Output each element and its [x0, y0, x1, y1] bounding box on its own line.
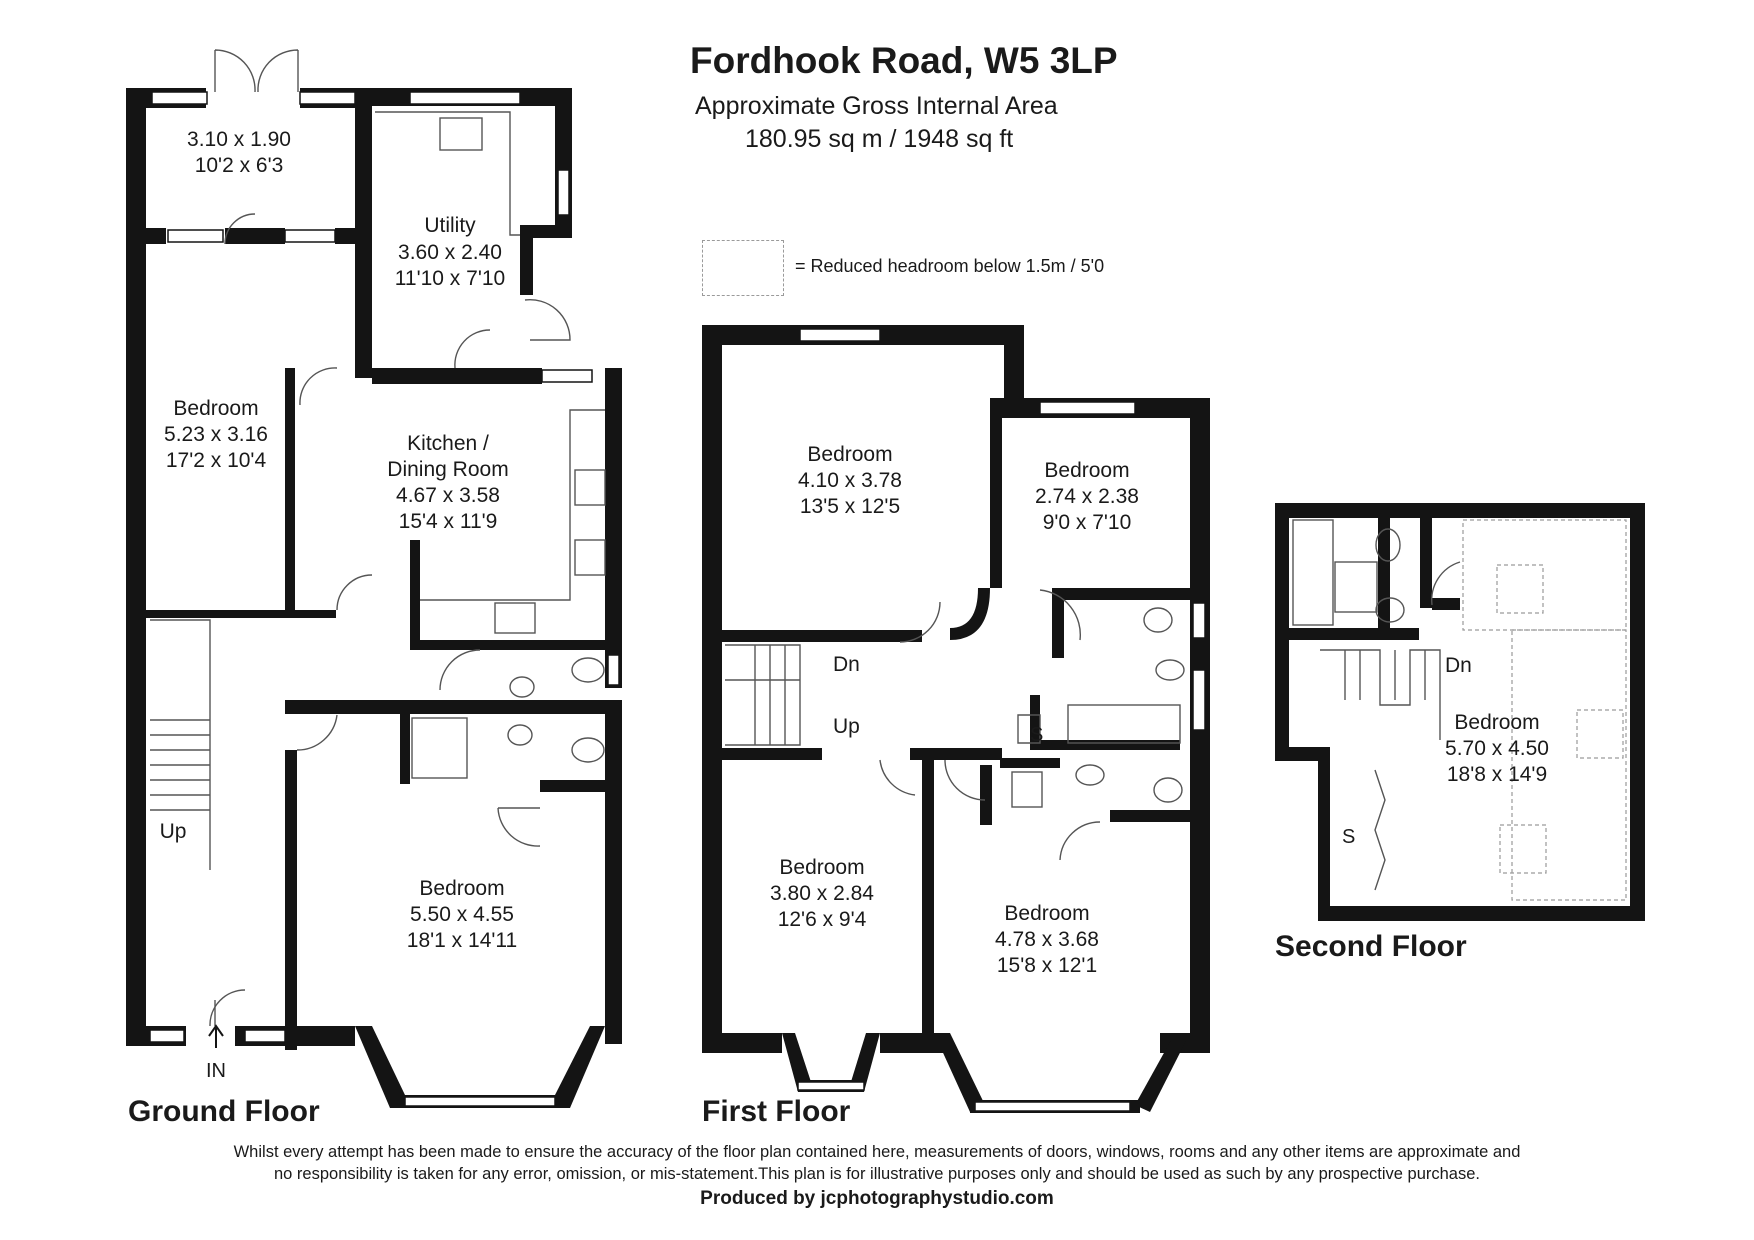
first-bedroom-front-left-name: Bedroom [779, 856, 864, 879]
rear-bedroom-dims-ft: 17'2 x 10'4 [166, 449, 267, 472]
second-floor-label: Second Floor [1275, 930, 1467, 963]
entrance-label: IN [206, 1060, 226, 1082]
conservatory-dims-ft: 10'2 x 6'3 [195, 154, 284, 177]
kitchen-name-line2: Dining Room [387, 458, 508, 481]
reduced-headroom-legend-label: = Reduced headroom below 1.5m / 5'0 [795, 256, 1105, 276]
first-storage-label: S [1030, 724, 1043, 746]
ground-floor-fixtures [150, 49, 606, 1027]
utility-dims-m: 3.60 x 2.40 [398, 241, 502, 264]
rear-bedroom-dims-m: 5.23 x 3.16 [164, 423, 268, 446]
first-stairs-down-label: Dn [833, 653, 860, 676]
second-bedroom-dims-m: 5.70 x 4.50 [1445, 737, 1549, 760]
first-stairs-up-label: Up [833, 715, 860, 738]
first-bedroom-rear-right-name: Bedroom [1044, 459, 1129, 482]
front-bedroom-name: Bedroom [419, 877, 504, 900]
second-floor-fixtures [1292, 519, 1461, 891]
first-bedroom-front-right-dims-ft: 15'8 x 12'1 [997, 954, 1097, 977]
first-bedroom-front-right-dims-m: 4.78 x 3.68 [995, 928, 1099, 951]
disclaimer-line-2: no responsibility is taken for any error… [273, 1165, 1480, 1183]
conservatory-dims-m: 3.10 x 1.90 [187, 128, 291, 151]
front-bedroom-dims-m: 5.50 x 4.55 [410, 903, 514, 926]
first-bedroom-rear-right-dims-m: 2.74 x 2.38 [1035, 485, 1139, 508]
first-bedroom-rear-right-dims-ft: 9'0 x 7'10 [1043, 511, 1132, 534]
second-floor-plan [1275, 503, 1645, 921]
second-stairs-down-label: Dn [1445, 654, 1472, 677]
utility-name: Utility [424, 214, 476, 237]
entrance-arrow-icon [208, 1024, 224, 1048]
first-floor-fixtures [725, 589, 1185, 861]
area-caption: Approximate Gross Internal Area [695, 92, 1058, 120]
area-value: 180.95 sq m / 1948 sq ft [745, 125, 1014, 153]
first-floor-label: First Floor [702, 1095, 851, 1128]
first-bedroom-front-left-dims-ft: 12'6 x 9'4 [778, 908, 867, 931]
utility-dims-ft: 11'10 x 7'10 [395, 267, 505, 290]
ground-floor-plan [126, 88, 622, 1108]
second-floor-reduced-headroom [1462, 519, 1627, 901]
second-bedroom-name: Bedroom [1454, 711, 1539, 734]
front-bedroom-dims-ft: 18'1 x 14'11 [407, 929, 517, 952]
first-bedroom-rear-left-dims-m: 4.10 x 3.78 [798, 469, 902, 492]
first-bedroom-rear-left-name: Bedroom [807, 443, 892, 466]
first-floor-plan [702, 325, 1210, 1113]
first-floor-windows [797, 328, 1206, 1112]
kitchen-dims-ft: 15'4 x 11'9 [399, 510, 498, 533]
second-storage-label: S [1342, 826, 1355, 848]
plan-title: Fordhook Road, W5 3LP [690, 40, 1118, 81]
second-bedroom-dims-ft: 18'8 x 14'9 [1447, 763, 1547, 786]
disclaimer-line-1: Whilst every attempt has been made to en… [233, 1143, 1521, 1161]
first-bedroom-front-left-dims-m: 3.80 x 2.84 [770, 882, 874, 905]
produced-by: Produced by jcphotographystudio.com [700, 1188, 1054, 1209]
ground-floor-windows [149, 91, 620, 1107]
ground-stairs-up-label: Up [160, 820, 187, 843]
rear-bedroom-name: Bedroom [173, 397, 258, 420]
reduced-headroom-legend-swatch [702, 240, 784, 296]
kitchen-dims-m: 4.67 x 3.58 [396, 484, 500, 507]
kitchen-name-line1: Kitchen / [407, 432, 489, 455]
first-bedroom-front-right-name: Bedroom [1004, 902, 1089, 925]
first-bedroom-rear-left-dims-ft: 13'5 x 12'5 [800, 495, 900, 518]
ground-floor-label: Ground Floor [128, 1095, 320, 1128]
